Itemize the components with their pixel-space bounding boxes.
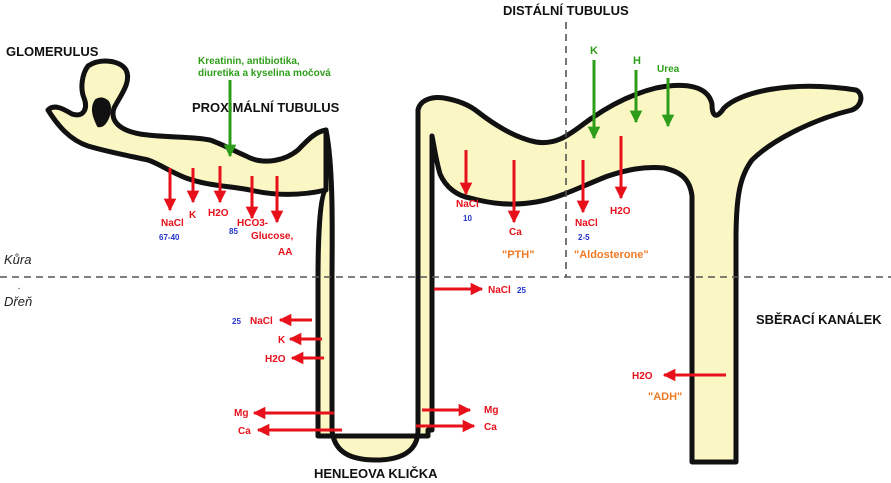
proximal-nacl-percent: 67-40 (159, 233, 180, 242)
henle-ca-left-label: Ca (238, 426, 251, 437)
glomerulus-capsule (45, 58, 329, 197)
ascending-nacl-label: NaCl (488, 285, 511, 296)
distal-aldosterone-label: "Aldosterone" (574, 249, 649, 261)
distal-reabsorption-arrows (459, 136, 628, 224)
henle-ca-right-label: Ca (484, 422, 497, 433)
collecting-duct-label: SBĚRACÍ KANÁLEK (756, 312, 882, 327)
distal-h2o-label: H2O (610, 206, 631, 217)
secretion-text-line1: Kreatinin, antibiotika, (198, 56, 300, 67)
henle-nacl-label: NaCl (250, 316, 273, 327)
collecting-adh-label: "ADH" (648, 391, 682, 403)
distal-ca-label: Ca (509, 227, 522, 238)
proximal-hco3-label: HCO3- (237, 218, 268, 229)
loop-of-henle (315, 82, 864, 465)
henle-h2o-label: H2O (265, 354, 286, 365)
tubule (45, 58, 864, 465)
henle-mg-right-label: Mg (484, 405, 498, 416)
secretion-urea-label: Urea (657, 64, 680, 75)
proximal-glucose-label: Glucose, (251, 231, 293, 242)
proximal-hco3-percent: 85 (229, 227, 238, 236)
distal-nacl2-percent: 2-5 (578, 233, 590, 242)
proximal-nacl-label: NaCl (161, 218, 184, 229)
medulla-label: Dřeň (4, 294, 32, 309)
glomerulus-notch (91, 97, 111, 128)
distal-pth-label: "PTH" (502, 249, 534, 261)
henle-ascending-arrows (416, 282, 484, 433)
secretion-h-label: H (633, 55, 641, 67)
henle-loop-label: HENLEOVA KLIČKA (314, 466, 438, 481)
secretion-k-label: K (590, 45, 598, 57)
henle-nacl-percent: 25 (232, 317, 241, 326)
ascending-nacl-percent: 25 (517, 286, 526, 295)
medulla-dot: . (18, 281, 21, 292)
distal-nacl-percent: 10 (463, 214, 472, 223)
henle-mg-left-label: Mg (234, 408, 248, 419)
proximal-tubulus-label: PROXIMÁLNÍ TUBULUS (192, 100, 340, 115)
proximal-aa-label: AA (278, 247, 292, 258)
henle-k-label: K (278, 335, 286, 346)
distal-tubulus-label: DISTÁLNÍ TUBULUS (503, 3, 629, 18)
glomerulus-label: GLOMERULUS (6, 44, 99, 59)
cortex-label: Kůra (4, 252, 31, 267)
proximal-reabsorption-arrows (163, 166, 284, 224)
proximal-k-label: K (189, 210, 197, 221)
henle-descending-arrows (252, 313, 342, 437)
distal-nacl-label: NaCl (456, 199, 479, 210)
collecting-h2o-label: H2O (632, 371, 653, 382)
distal-nacl2-label: NaCl (575, 218, 598, 229)
secretion-text-line2: diuretika a kyselina močová (198, 68, 331, 79)
proximal-h2o-label: H2O (208, 208, 229, 219)
